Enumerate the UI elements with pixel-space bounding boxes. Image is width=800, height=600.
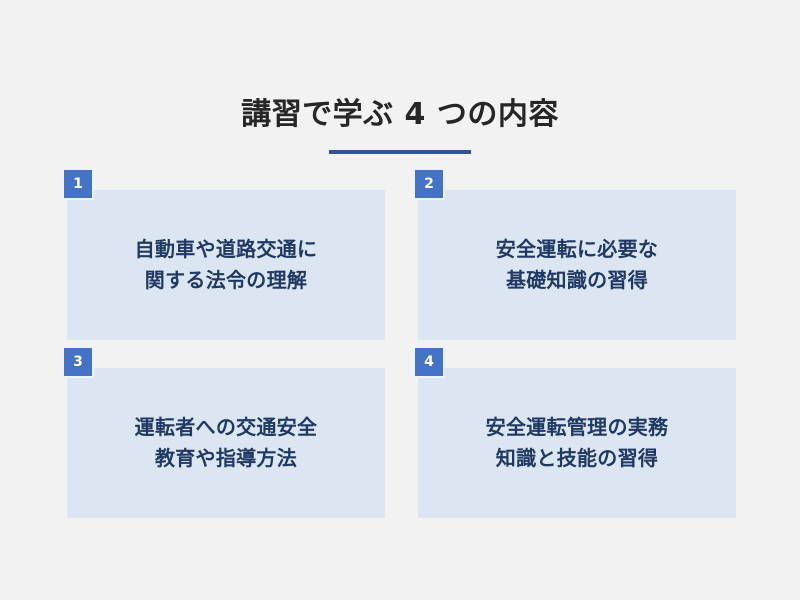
card-number-badge-3: 3 [62,346,94,378]
card-text-line-1: 安全運転管理の実務 [485,415,669,439]
card-number-badge-2: 2 [413,168,445,200]
card-text-line-2: 関する法令の理解 [144,268,308,292]
title-block: 講習で学ぶ 4 つの内容 [0,96,800,154]
content-card-1[interactable]: 1 自動車や道路交通に 関する法令の理解 [62,168,385,340]
card-text-line-2: 知識と技能の習得 [495,446,659,470]
content-card-4[interactable]: 4 安全運転管理の実務 知識と技能の習得 [413,346,736,518]
card-text-line-1: 運転者への交通安全 [134,415,318,439]
title-underline-rule [329,149,471,154]
page-title: 講習で学ぶ 4 つの内容 [241,97,559,132]
content-card-3[interactable]: 3 運転者への交通安全 教育や指導方法 [62,346,385,518]
card-text-line-2: 教育や指導方法 [154,446,298,470]
card-number-badge-4: 4 [413,346,445,378]
card-text-3: 運転者への交通安全 教育や指導方法 [67,412,385,474]
card-text-4: 安全運転管理の実務 知識と技能の習得 [418,412,736,474]
card-text-1: 自動車や道路交通に 関する法令の理解 [67,234,385,296]
card-text-2: 安全運転に必要な 基礎知識の習得 [418,234,736,296]
card-number-badge-1: 1 [62,168,94,200]
content-card-2[interactable]: 2 安全運転に必要な 基礎知識の習得 [413,168,736,340]
card-text-line-2: 基礎知識の習得 [505,268,649,292]
content-card-grid: 1 自動車や道路交通に 関する法令の理解 2 安全運転に必要な 基礎知識の習得 … [62,168,736,523]
card-text-line-1: 安全運転に必要な [495,237,659,261]
card-text-line-1: 自動車や道路交通に [134,237,318,261]
